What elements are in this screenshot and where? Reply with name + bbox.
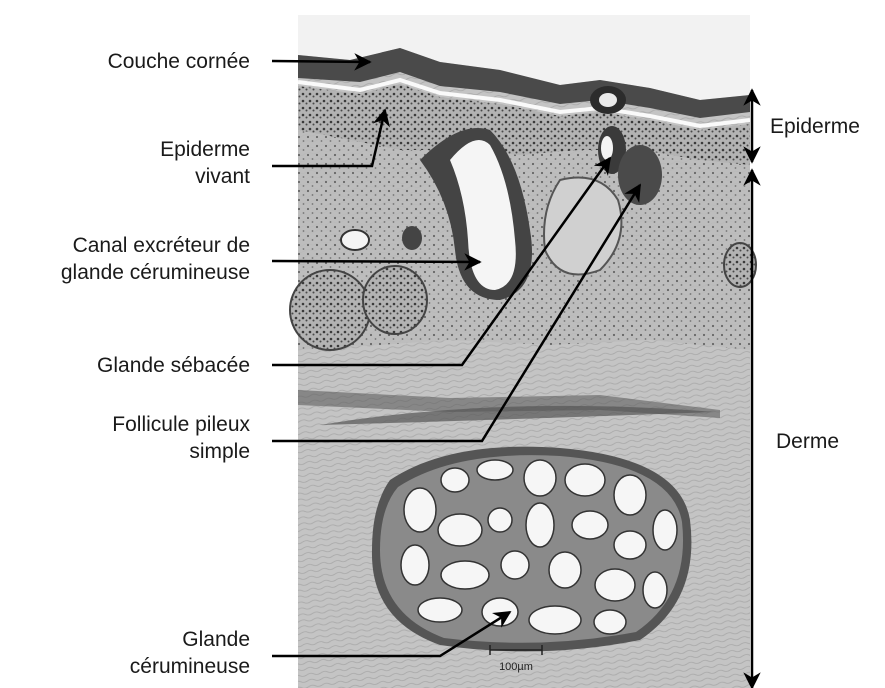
- label-epiderme-vivant-line2: vivant: [160, 163, 250, 190]
- label-canal-excreteur: Canal excréteur de glande cérumineuse: [61, 232, 250, 286]
- label-follicule-line1: Follicule pileux: [112, 411, 250, 438]
- label-glande-cerumineuse-line2: cérumineuse: [130, 653, 250, 680]
- micrograph: 100µm: [290, 15, 756, 688]
- label-region-derme: Derme: [776, 428, 839, 455]
- label-glande-cerumineuse: Glande cérumineuse: [130, 626, 250, 680]
- label-glande-cerumineuse-line1: Glande: [130, 626, 250, 653]
- arrow-couche-cornee: [272, 61, 370, 62]
- label-epiderme-vivant-line1: Epiderme: [160, 136, 250, 163]
- sebaceous-gland: [544, 178, 621, 275]
- label-follicule: Follicule pileux simple: [112, 411, 250, 465]
- label-region-epiderme: Epiderme: [770, 113, 860, 140]
- label-canal-line1: Canal excréteur de: [61, 232, 250, 259]
- scale-bar-label: 100µm: [499, 661, 533, 673]
- ceruminous-gland: [372, 447, 691, 652]
- label-epiderme-vivant: Epiderme vivant: [160, 136, 250, 190]
- label-couche-cornee: Couche cornée: [108, 48, 250, 75]
- label-canal-line2: glande cérumineuse: [61, 259, 250, 286]
- arrow-canal: [272, 261, 480, 262]
- label-follicule-line2: simple: [112, 438, 250, 465]
- label-glande-sebacee: Glande sébacée: [97, 352, 250, 379]
